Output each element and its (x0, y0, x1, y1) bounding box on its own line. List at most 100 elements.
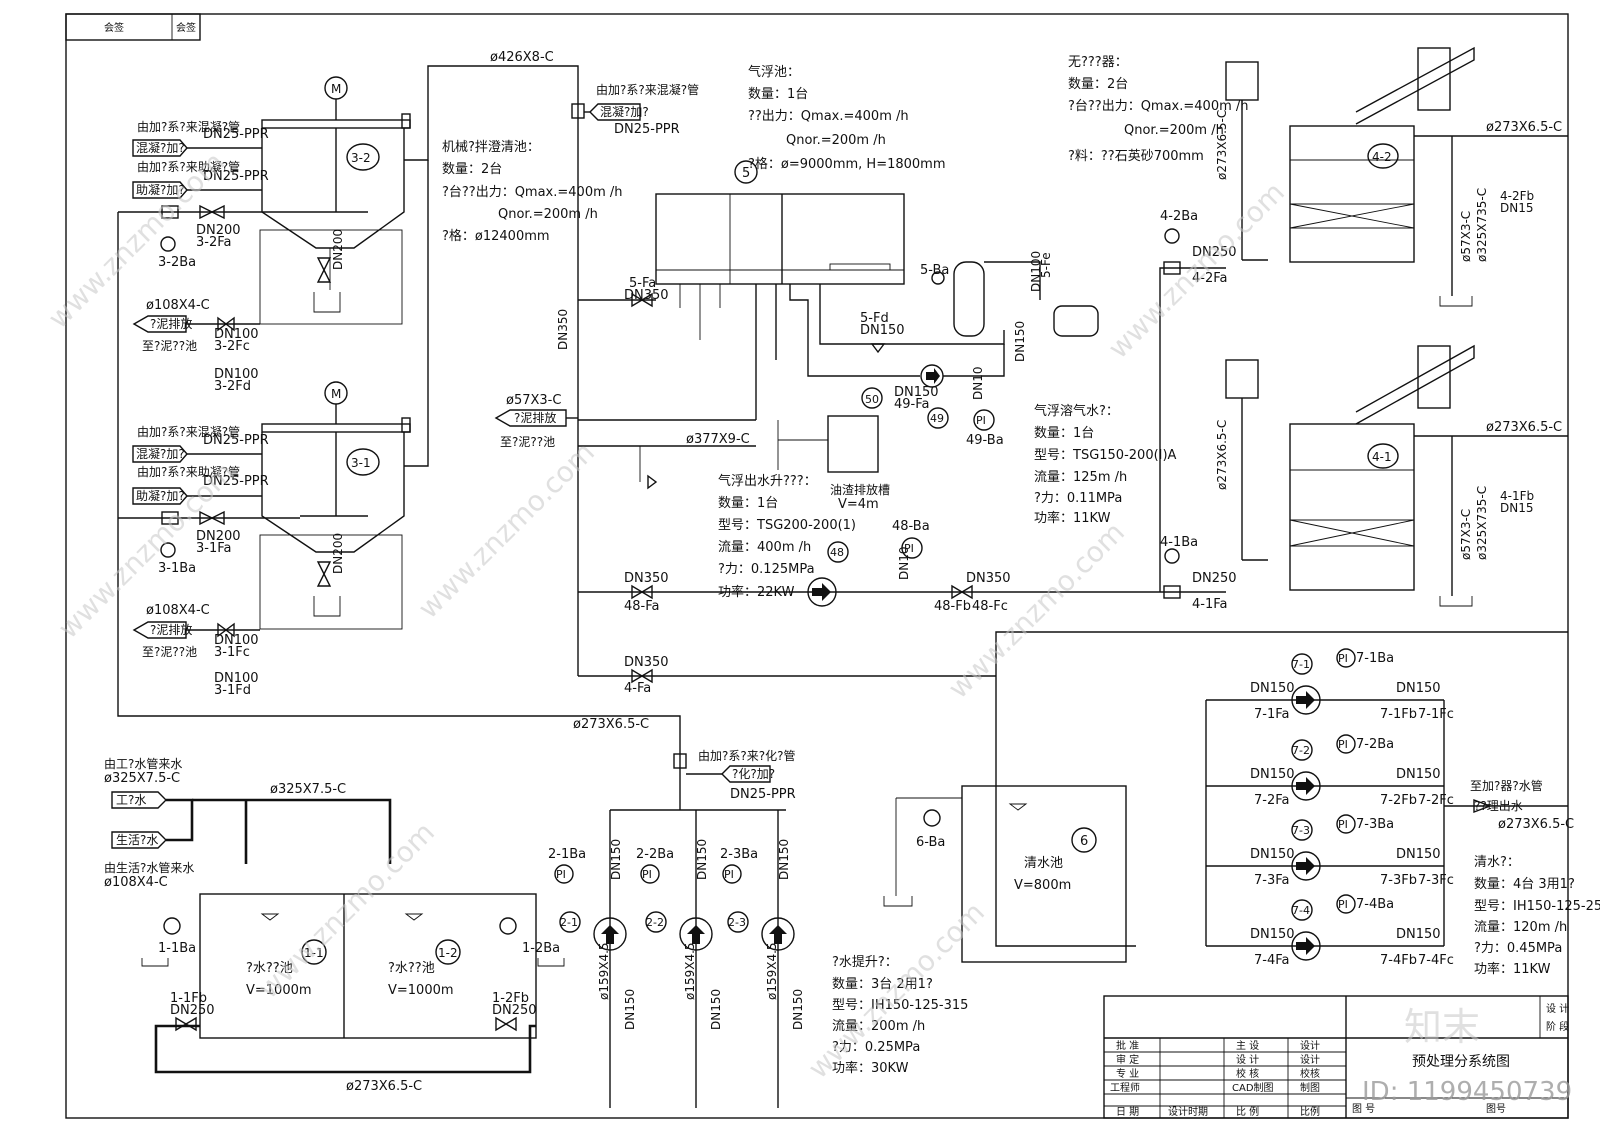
svg-text:?水??池: ?水??池 (246, 961, 293, 976)
svg-text:5-Ba: 5-Ba (920, 263, 949, 278)
svg-text:?泥排放: ?泥排放 (150, 622, 192, 637)
svg-text:DN350: DN350 (624, 655, 669, 670)
svg-text:专 业: 专 业 (1116, 1067, 1139, 1080)
pipe-426: ø426X8-C (490, 50, 554, 65)
svg-text:DN10: DN10 (897, 547, 911, 581)
svg-text:3-2Ba: 3-2Ba (158, 255, 196, 270)
svg-text:数量：3台 2用1?: 数量：3台 2用1? (832, 977, 933, 992)
svg-text:无???器：: 无???器： (1068, 55, 1128, 70)
svg-text:7-3: 7-3 (1292, 824, 1310, 837)
svg-text:?水??池: ?水??池 (388, 961, 435, 976)
svg-text:7-1Ba: 7-1Ba (1356, 651, 1394, 666)
svg-text:制图: 制图 (1300, 1081, 1320, 1094)
svg-text:生活?水: 生活?水 (116, 833, 158, 847)
svg-text:PI: PI (976, 414, 986, 427)
clean-pump-7-1: 7-1 PI 7-1Ba DN150 7-1Fa DN150 7-1Fb 7-1… (1206, 648, 1454, 722)
clear-water-tank (961, 785, 1127, 963)
svg-text:阶 段: 阶 段 (1546, 1020, 1569, 1033)
svg-text:5: 5 (742, 166, 750, 181)
svg-text:ø273X6.5-C: ø273X6.5-C (1486, 420, 1562, 435)
svg-text:1-1Fb: 1-1Fb (170, 991, 207, 1006)
svg-text:4-1: 4-1 (1372, 450, 1392, 464)
svg-text:DN100: DN100 (214, 671, 259, 686)
clean-pump-7-3: 7-3 PI 7-3Ba DN150 7-3Fa DN150 7-3Fb 7-3… (1206, 814, 1454, 888)
svg-text:49-Ba: 49-Ba (966, 433, 1004, 448)
svg-text:DN200: DN200 (331, 229, 345, 270)
header-box (65, 13, 201, 41)
svg-text:日 期: 日 期 (1116, 1106, 1139, 1118)
svg-text:Qnor.=200m /h: Qnor.=200m /h (786, 133, 886, 148)
svg-text:由加?系?来混凝?管: 由加?系?来混凝?管 (137, 119, 240, 134)
air-water-pump-spec: 气浮溶气水?： 数量：1台 型号：TSG150-200(I)A 流量：125m … (1034, 403, 1177, 526)
svg-text:?力：0.25MPa: ?力：0.25MPa (832, 1040, 920, 1055)
svg-text:ø377X9-C: ø377X9-C (686, 432, 750, 447)
svg-text:由加?系?来?化?管: 由加?系?来?化?管 (698, 748, 795, 763)
svg-text:7-4Fc: 7-4Fc (1418, 953, 1454, 968)
svg-text:图号: 图号 (1486, 1103, 1506, 1115)
svg-text:7-3Fc: 7-3Fc (1418, 873, 1454, 888)
svg-text:设计: 设计 (1300, 1053, 1320, 1066)
svg-text:DN25-PPR: DN25-PPR (203, 474, 269, 489)
svg-text:DN10: DN10 (971, 367, 985, 401)
svg-text:助凝?加?: 助凝?加? (136, 488, 185, 503)
svg-text:V=800m: V=800m (1014, 878, 1071, 893)
svg-text:4-2Fa: 4-2Fa (1192, 271, 1227, 286)
svg-text:数量：1台: 数量：1台 (718, 496, 778, 511)
svg-text:7-3Fa: 7-3Fa (1254, 873, 1289, 888)
svg-text:ø57X3-C: ø57X3-C (1459, 211, 1473, 262)
svg-text:清水池: 清水池 (1024, 856, 1063, 871)
svg-text:型号：TSG150-200(I)A: 型号：TSG150-200(I)A (1034, 448, 1177, 463)
svg-text:2-1: 2-1 (560, 916, 578, 929)
svg-text:1-1Ba: 1-1Ba (158, 941, 196, 956)
title-block: 批 准 主 设 设计 审 定 设 计 设计 专 业 校 核 校核 工程师 CAD… (1103, 995, 1569, 1119)
svg-text:型号：IH150-125-315: 型号：IH150-125-315 (832, 998, 968, 1013)
svg-text:数量：2台: 数量：2台 (1068, 77, 1128, 92)
svg-text:3-2Fd: 3-2Fd (214, 379, 251, 394)
svg-text:ø159X4.5: ø159X4.5 (765, 942, 779, 1000)
svg-text:3-2: 3-2 (351, 151, 371, 165)
svg-text:比例: 比例 (1300, 1105, 1320, 1118)
svg-text:ø57X3-C: ø57X3-C (506, 393, 561, 408)
svg-text:7-2Fa: 7-2Fa (1254, 793, 1289, 808)
svg-text:PI: PI (556, 868, 566, 881)
pipe-273-mid: ø273X6.5-C (573, 717, 649, 732)
svg-text:DN150: DN150 (1013, 321, 1027, 362)
svg-text:DN15: DN15 (1500, 201, 1534, 215)
svg-text:CAD制图: CAD制图 (1232, 1081, 1274, 1094)
svg-text:校 核: 校 核 (1236, 1067, 1259, 1080)
svg-text:3-1Fd: 3-1Fd (214, 683, 251, 698)
svg-text:DN150: DN150 (695, 839, 709, 880)
svg-text:DN350: DN350 (556, 309, 570, 350)
filter-4-2: 4-2 ø273X6.5-C (1225, 46, 1568, 307)
svg-text:审 定: 审 定 (1116, 1053, 1139, 1066)
svg-text:?泥排放: ?泥排放 (514, 410, 556, 425)
svg-text:48-Fa: 48-Fa (624, 599, 659, 614)
svg-text:4-2: 4-2 (1372, 150, 1392, 164)
clarifier-3-2: M 3-2 (259, 76, 411, 325)
svg-text:气浮池：: 气浮池： (748, 64, 800, 80)
svg-text:图 号: 图 号 (1352, 1103, 1375, 1115)
svg-text:4-2Fb: 4-2Fb (1500, 189, 1534, 203)
clarifier-3-2-valves: DN200 3-2Fa 3-2Ba DN200 ø108X4-C ?泥排放 至?… (132, 204, 345, 394)
svg-text:PI: PI (1338, 898, 1348, 911)
svg-text:ø325X735-C: ø325X735-C (1475, 486, 1489, 560)
svg-text:ø273X6.5-C: ø273X6.5-C (1215, 420, 1229, 490)
air-tank (953, 261, 985, 337)
svg-text:DN25-PPR: DN25-PPR (614, 122, 680, 137)
svg-text:DN350: DN350 (624, 288, 669, 303)
svg-text:数量：4台 3用1?: 数量：4台 3用1? (1474, 877, 1575, 892)
svg-text:DN100: DN100 (214, 633, 259, 648)
filter-4-1: 4-1 ø273X6.5-C (1225, 344, 1568, 607)
svg-text:DN150: DN150 (1396, 767, 1441, 782)
svg-text:7-2Fc: 7-2Fc (1418, 793, 1454, 808)
svg-text:流量：200m /h: 流量：200m /h (832, 1019, 925, 1034)
svg-text:?格：ø12400mm: ?格：ø12400mm (442, 228, 550, 244)
svg-text:DN250: DN250 (1192, 571, 1237, 586)
svg-text:PI: PI (642, 868, 652, 881)
svg-text:4-2Ba: 4-2Ba (1160, 209, 1198, 224)
svg-text:1-1: 1-1 (304, 946, 324, 960)
svg-text:4-1Fa: 4-1Fa (1192, 597, 1227, 612)
svg-text:由工?水管来水: 由工?水管来水 (104, 756, 182, 771)
svg-text:2-2Ba: 2-2Ba (636, 847, 674, 862)
